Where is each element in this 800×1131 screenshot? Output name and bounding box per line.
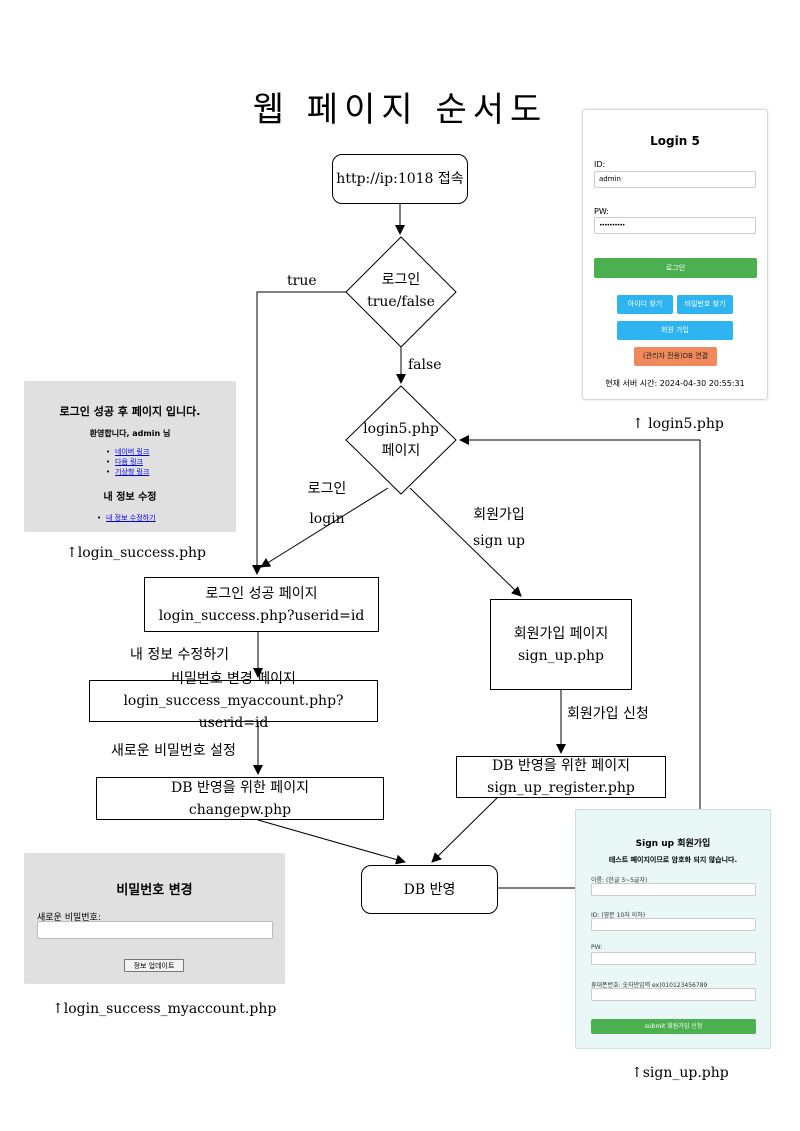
db-changepw-node: DB 반영을 위한 페이지 changepw.php bbox=[96, 777, 384, 820]
edge-label-login-ko: 로그인 bbox=[307, 481, 347, 497]
edge-signup bbox=[409, 487, 522, 597]
signup-pw-input[interactable] bbox=[591, 952, 756, 965]
login5-screenshot: Login 5 ID: admin PW: •••••••••• 로그인 아이디… bbox=[582, 109, 768, 400]
signup-submit-button[interactable]: submit 회원가입 신청 bbox=[591, 1019, 756, 1034]
login5-pw-label: PW: bbox=[594, 207, 609, 216]
login5-id-label: ID: bbox=[594, 160, 606, 169]
signup-node-line1: 회원가입 페이지 bbox=[513, 625, 609, 642]
login-success-screenshot: 로그인 성공 후 페이지 입니다. 환영합니다, admin 님 네이버 링크 … bbox=[24, 381, 236, 532]
changepw-update-button[interactable]: 정보 업데이트 bbox=[124, 959, 184, 972]
signup-node-line2: sign_up.php bbox=[517, 647, 604, 664]
signup-pw-label: PW: bbox=[591, 944, 603, 951]
caption-signup: ↑sign_up.php bbox=[631, 1065, 729, 1081]
success-link-list: 네이버 링크 다음 링크 기상청 링크 bbox=[106, 447, 149, 477]
edge-label-false: false bbox=[408, 357, 442, 373]
success-edit-heading: 내 정보 수정 bbox=[103, 492, 157, 503]
signup-screenshot: Sign up 회원가입 테스트 페이지이므로 암호화 되지 않습니다. 이름:… bbox=[575, 809, 771, 1049]
db-register-node: DB 반영을 위한 페이지 sign_up_register.php bbox=[456, 756, 666, 798]
db-register-line1: DB 반영을 위한 페이지 bbox=[492, 758, 630, 774]
success-node-line1: 로그인 성공 페이지 bbox=[205, 585, 318, 602]
login5-node-line1: login5.php bbox=[363, 421, 439, 437]
db-changepw-line1: DB 반영을 위한 페이지 bbox=[171, 779, 309, 796]
signup-phone-label: 휴대폰번호: 숫자만입력 ex)010123456789 bbox=[591, 982, 708, 989]
start-node-label: http://ip:1018 접속 bbox=[336, 171, 464, 187]
edge-label-new-pw: 새로운 비밀번호 설정 bbox=[111, 743, 236, 759]
daum-link[interactable]: 다음 링크 bbox=[115, 458, 143, 466]
caption-login5: ↑ login5.php bbox=[632, 416, 724, 432]
caption-success: ↑login_success.php bbox=[66, 545, 207, 561]
edge-label-login-en: login bbox=[309, 511, 345, 527]
success-node: 로그인 성공 페이지 login_success.php?userid=id bbox=[144, 577, 379, 632]
signup-phone-input[interactable] bbox=[591, 988, 756, 1001]
login5-find-pw-button[interactable]: 비밀번호 찾기 bbox=[677, 295, 733, 314]
db-changepw-line2: changepw.php bbox=[188, 801, 292, 818]
pwchange-node-line2: login_success_myaccount.php?userid=id bbox=[123, 693, 344, 731]
list-item: 기상청 링크 bbox=[106, 467, 149, 477]
signup-notice: 테스트 페이지이므로 암호화 되지 않습니다. bbox=[608, 856, 738, 864]
success-edit-list: 내 정보 수정하기 bbox=[97, 513, 156, 523]
decision-label: 로그인 true/false bbox=[346, 269, 456, 313]
pwchange-node-line1: 비밀번호 변경 페이지 bbox=[171, 671, 296, 687]
db-node: DB 반영 bbox=[361, 865, 498, 914]
edge-true bbox=[252, 291, 346, 575]
decision-label-line2: true/false bbox=[367, 294, 435, 310]
edge-label-signup-request: 회원가입 신청 bbox=[567, 706, 649, 722]
login5-db-button[interactable]: (관리자 전용)DB 연결 bbox=[634, 347, 717, 366]
list-item: 네이버 링크 bbox=[106, 447, 149, 457]
list-item: 다음 링크 bbox=[106, 457, 149, 467]
login5-id-input[interactable]: admin bbox=[594, 171, 756, 188]
list-item: 내 정보 수정하기 bbox=[97, 513, 156, 523]
weather-link[interactable]: 기상청 링크 bbox=[115, 468, 150, 476]
edge-label-signup-ko: 회원가입 bbox=[473, 507, 525, 523]
signup-name-input[interactable] bbox=[591, 883, 756, 896]
changepw-new-pw-label: 새로운 비밀번호: bbox=[37, 913, 101, 923]
signup-id-label: ID: (영문 10자 이하) bbox=[591, 912, 646, 919]
changepw-screenshot: 비밀번호 변경 새로운 비밀번호: 정보 업데이트 bbox=[24, 853, 285, 984]
caption-myaccount: ↑login_success_myaccount.php bbox=[52, 1001, 277, 1017]
login5-signup-button[interactable]: 회원 가입 bbox=[617, 321, 733, 340]
success-welcome: 환영합니다, admin 님 bbox=[89, 429, 171, 438]
signup-title: Sign up 회원가입 bbox=[635, 839, 711, 849]
login5-find-id-button[interactable]: 아이디 찾기 bbox=[617, 295, 673, 314]
login5-node-label: login5.php 페이지 bbox=[346, 418, 456, 462]
naver-link[interactable]: 네이버 링크 bbox=[115, 448, 150, 456]
edge-label-edit-info: 내 정보 수정하기 bbox=[130, 647, 230, 663]
signup-id-input[interactable] bbox=[591, 918, 756, 931]
db-register-line2: sign_up_register.php bbox=[487, 780, 635, 796]
edge-label-signup: 회원가입 sign up bbox=[466, 504, 532, 552]
login5-node-line2: 페이지 bbox=[381, 443, 421, 459]
changepw-title: 비밀번호 변경 bbox=[116, 883, 193, 898]
pwchange-node: 비밀번호 변경 페이지 login_success_myaccount.php?… bbox=[89, 671, 378, 731]
login5-login-button[interactable]: 로그인 bbox=[594, 258, 757, 278]
edge-login bbox=[260, 487, 389, 568]
edge-register-db bbox=[431, 797, 498, 863]
decision-label-line1: 로그인 bbox=[381, 272, 421, 288]
edge-label-login: 로그인 login bbox=[298, 478, 356, 530]
success-title: 로그인 성공 후 페이지 입니다. bbox=[59, 405, 201, 418]
changepw-new-pw-input[interactable] bbox=[37, 921, 273, 939]
signup-name-label: 이름: (한글 3~5글자) bbox=[591, 877, 648, 884]
start-node: http://ip:1018 접속 bbox=[332, 154, 468, 204]
db-node-label: DB 반영 bbox=[403, 881, 456, 898]
edge-label-true: true bbox=[287, 273, 317, 289]
login5-server-time: 현재 서버 시간: 2024-04-30 20:55:31 bbox=[605, 379, 745, 388]
edge-label-signup-en: sign up bbox=[472, 533, 526, 549]
edge-changepw-db bbox=[257, 819, 406, 865]
signup-node: 회원가입 페이지 sign_up.php bbox=[490, 599, 632, 690]
login5-pw-input[interactable]: •••••••••• bbox=[594, 217, 756, 234]
edit-info-link[interactable]: 내 정보 수정하기 bbox=[106, 514, 156, 522]
login5-diamond bbox=[345, 385, 457, 495]
page-title: 웹 페이지 순서도 bbox=[252, 90, 548, 130]
login5-title: Login 5 bbox=[650, 134, 700, 148]
success-node-line2: login_success.php?userid=id bbox=[158, 607, 365, 624]
